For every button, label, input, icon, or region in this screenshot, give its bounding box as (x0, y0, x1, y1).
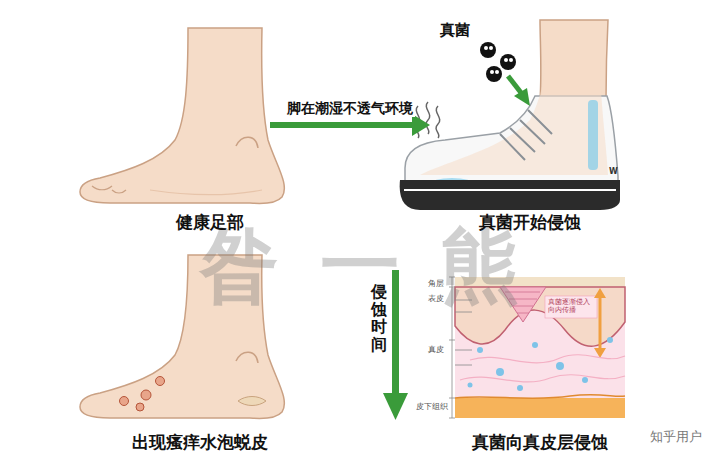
shoe-logo: W (609, 167, 618, 176)
skin-section-part (477, 347, 483, 353)
figure-panel: 出现瘙痒水泡蜕皮 (90, 260, 310, 452)
sick-foot-part (120, 397, 129, 406)
skin-section-part (455, 398, 625, 418)
skin-section-part (556, 362, 564, 370)
shoe-foot-part (495, 70, 499, 74)
shoe-foot-part (486, 66, 502, 82)
sick-foot-part (141, 390, 151, 400)
shoe-foot-part (426, 102, 430, 134)
sick-foot-part (236, 352, 258, 363)
healthy-foot-part (80, 28, 284, 203)
caption: 真菌向真皮层侵蚀 (472, 432, 608, 452)
shoe-foot-part (500, 54, 516, 70)
flow-arrow (270, 114, 430, 136)
shoe-foot-part (509, 58, 513, 62)
sick-foot-part (238, 397, 266, 406)
figure-panel: 健康足部 (150, 40, 270, 232)
sick-foot-part (136, 403, 144, 411)
skin-section-part (460, 375, 625, 382)
shoe-foot-part (480, 42, 496, 58)
shoe-foot-part (436, 106, 440, 138)
skin-section-part (517, 385, 523, 391)
skin-section-part (607, 337, 613, 343)
healthy-foot-part (92, 186, 112, 190)
skin-section-part (470, 355, 625, 363)
skin-section-part (455, 395, 625, 399)
shoe-foot-part (500, 110, 552, 160)
shoe-foot-part (420, 60, 608, 175)
layer-name: 真皮 (428, 345, 444, 354)
skin-section-part (582, 377, 588, 383)
shoe-foot-part (588, 100, 598, 170)
shoe-foot-part (508, 76, 522, 94)
arrow-shaft (270, 122, 414, 128)
shoe-foot-part (504, 58, 508, 62)
skin-section-part (468, 383, 473, 388)
source-mark: 知乎用户 (650, 430, 702, 445)
skin-section-part (496, 368, 504, 376)
healthy-foot-part (150, 190, 262, 195)
healthy-foot (80, 28, 284, 203)
time-arrow-part (383, 393, 408, 420)
skin-section-part (532, 342, 538, 348)
skin-section-part (594, 288, 606, 298)
shoe-foot-part (489, 46, 493, 50)
shoe-foot-part (514, 88, 530, 106)
figure-panel: 真菌向真皮层侵蚀 (445, 272, 635, 452)
arrow-label: 脚在潮湿不透气环境 (285, 100, 415, 117)
watermark: 昝一熊 (200, 220, 560, 312)
sick-foot-part (156, 377, 165, 386)
layer-name: 皮下组织 (416, 402, 448, 411)
skin-section-part (599, 294, 602, 352)
caption: 健康足部 (176, 212, 244, 232)
shoe-foot-part (490, 70, 494, 74)
shoe-foot-part (484, 46, 488, 50)
healthy-foot-part (236, 137, 258, 148)
arrow-head (412, 114, 430, 136)
fungus-label: 真菌 (440, 22, 470, 39)
shoe-foot-part (400, 180, 620, 210)
caption: 真菌开始侵蚀 (479, 212, 581, 232)
caption: 出现瘙痒水泡蜕皮 (132, 432, 268, 452)
healthy-foot-part (112, 190, 126, 193)
shoe-foot (400, 20, 620, 210)
figure-panel: 真菌开始侵蚀 (430, 20, 630, 232)
shoe-foot-part (404, 189, 616, 191)
